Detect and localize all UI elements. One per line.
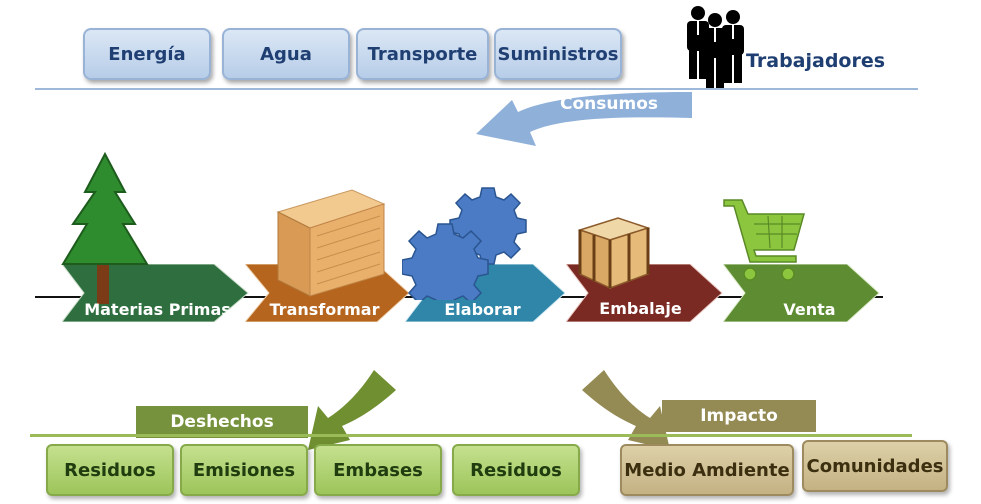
consumos-arrow bbox=[476, 92, 692, 146]
resource-label: Energía bbox=[108, 43, 186, 65]
tree-icon bbox=[61, 152, 149, 304]
workers-icon bbox=[687, 6, 744, 88]
consumos-label: Consumos bbox=[560, 94, 658, 114]
waste-embases: Embases bbox=[314, 444, 442, 496]
waste-label: Residuos bbox=[470, 459, 562, 481]
impacto-banner: Impacto bbox=[662, 400, 816, 432]
resource-label: Transporte bbox=[367, 43, 478, 65]
wood-beam-icon bbox=[276, 189, 386, 297]
impact-comunidades: Comunidades bbox=[802, 440, 948, 492]
resource-agua: Agua bbox=[222, 28, 350, 80]
resource-energia: Energía bbox=[83, 28, 211, 80]
waste-residuos: Residuos bbox=[46, 444, 174, 496]
resource-label: Suministros bbox=[497, 43, 619, 65]
impacto-label: Impacto bbox=[700, 406, 778, 426]
waste-residuos-2: Residuos bbox=[452, 444, 580, 496]
top-divider bbox=[35, 88, 918, 90]
step-label-elaborar: Elaborar bbox=[444, 300, 521, 319]
step-label-embalaje: Embalaje bbox=[599, 299, 682, 318]
shopping-cart-icon bbox=[723, 199, 805, 281]
waste-label: Embases bbox=[333, 459, 423, 481]
waste-label: Emisiones bbox=[192, 459, 296, 481]
impact-label: Medio Amdiente bbox=[624, 459, 790, 481]
resource-transporte: Transporte bbox=[356, 28, 489, 80]
step-label-transformar: Transformar bbox=[269, 300, 380, 319]
package-box-icon bbox=[577, 217, 651, 290]
waste-emisiones: Emisiones bbox=[180, 444, 308, 496]
deshechos-banner: Deshechos bbox=[136, 406, 308, 438]
impacto-arrow bbox=[582, 370, 670, 450]
deshechos-arrow bbox=[308, 370, 396, 450]
bottom-divider bbox=[30, 434, 912, 437]
impact-medio-ambiente: Medio Amdiente bbox=[620, 444, 794, 496]
step-label-materias-primas: Materias Primas bbox=[84, 300, 231, 319]
gears-icon bbox=[402, 187, 527, 300]
step-chevron-venta bbox=[723, 264, 880, 322]
waste-label: Residuos bbox=[64, 459, 156, 481]
resource-label: Agua bbox=[260, 43, 312, 65]
workers-label: Trabajadores bbox=[746, 50, 886, 72]
step-label-venta: Venta bbox=[783, 300, 836, 319]
resource-suministros: Suministros bbox=[494, 28, 622, 80]
impact-label: Comunidades bbox=[806, 455, 944, 477]
deshechos-label: Deshechos bbox=[170, 412, 274, 432]
